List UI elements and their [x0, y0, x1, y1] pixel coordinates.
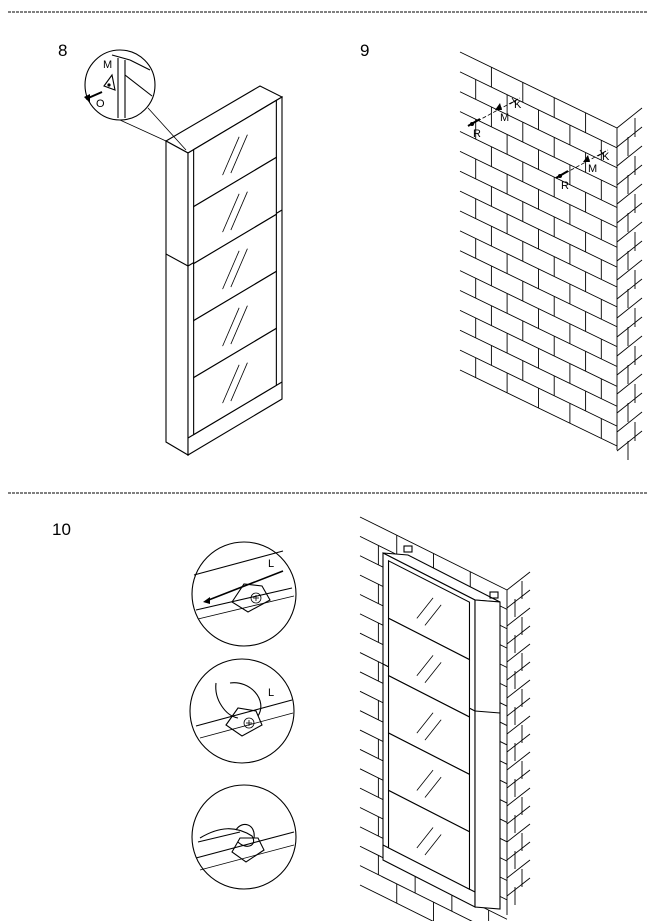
wall10-side-course: [506, 607, 531, 627]
wall9-side-course: [616, 145, 643, 167]
wall10-side-course: [506, 679, 531, 699]
wall9-side-course: [616, 316, 643, 338]
glass-reflection: [222, 250, 240, 290]
glass-reflection: [416, 655, 434, 676]
glass-reflection: [222, 193, 240, 233]
wall9-side-course: [616, 354, 643, 376]
label-o-screw: O: [96, 98, 105, 110]
wall9-side-course: [616, 202, 643, 224]
wall10-side-course: [506, 733, 531, 753]
wall9-side-course: [616, 259, 643, 281]
step-number-8: 8: [58, 41, 68, 60]
wall9-side-course: [616, 392, 643, 414]
wall10-side-course: [506, 841, 531, 861]
wall9-side-course: [616, 335, 643, 357]
wall9-side-course: [616, 240, 643, 262]
glass-reflection: [222, 307, 240, 347]
glass-reflection: [416, 827, 434, 849]
glass-reflection: [222, 364, 240, 404]
wall10-side-course: [506, 715, 531, 735]
label-l-cable-1: L: [268, 558, 274, 570]
step10-detail-circle-3: [191, 784, 297, 890]
wall10-side-course: [506, 823, 531, 843]
glass-reflection: [230, 248, 248, 288]
wall10-side-course: [506, 805, 531, 825]
wall9-side-course: [616, 107, 643, 129]
glass-reflection: [222, 136, 240, 176]
wall10-side-course: [506, 661, 531, 681]
wall9-side-course: [616, 297, 643, 319]
step10-detail-circle-1: L: [191, 541, 297, 647]
label-m-fitting: M: [103, 59, 112, 71]
glass-reflection: [416, 597, 434, 619]
label-r-lower: R: [561, 180, 569, 192]
glass-reflection: [416, 712, 434, 734]
glass-reflection: [424, 719, 442, 741]
step-number-9: 9: [360, 41, 370, 60]
wall10-side-course: [506, 877, 531, 897]
wall9-side-course: [616, 411, 643, 433]
step10-flap-doors: [387, 559, 471, 891]
wall10-side-course: [506, 625, 531, 645]
wall10-front-course: [359, 884, 434, 921]
wall10-side-course: [506, 859, 531, 879]
wall10-side-course: [506, 787, 531, 807]
glass-reflection: [230, 134, 248, 174]
wall9-front-course: [459, 51, 618, 129]
step8-flap-doors: [193, 99, 277, 436]
wall10-side-course: [506, 589, 531, 609]
label-k-upper: K: [514, 99, 522, 111]
wall9-side-course: [616, 373, 643, 395]
step8-detail-circle: M O: [84, 49, 187, 151]
glass-reflection: [230, 362, 248, 402]
flap-door: [387, 789, 471, 891]
wall9-side-course: [616, 221, 643, 243]
wall10-side-course: [506, 769, 531, 789]
wall9-side-course: [616, 164, 643, 186]
label-r-upper: R: [473, 128, 481, 140]
wall9-side-course: [616, 183, 643, 205]
wall10-side-course: [506, 571, 531, 591]
wall9-side-course: [616, 430, 643, 452]
glass-reflection: [424, 662, 442, 684]
label-l-cable-2: L: [268, 687, 274, 699]
glass-reflection: [424, 604, 442, 626]
glass-reflection: [424, 776, 442, 798]
glass-reflection: [230, 191, 248, 231]
step9-drill-marks: R M K R M K: [467, 97, 610, 192]
step-number-10: 10: [52, 520, 71, 539]
glass-reflection: [424, 834, 442, 856]
wall9-side-course: [616, 126, 643, 148]
glass-reflection: [416, 769, 434, 791]
label-m-lower: M: [588, 163, 597, 175]
wall9-side-course: [616, 278, 643, 300]
wall10-side-course: [506, 751, 531, 771]
flap-door: [193, 327, 277, 436]
label-m-upper: M: [500, 112, 509, 124]
wall10-side-course: [506, 643, 531, 663]
step10-detail-circle-2: L: [189, 658, 295, 764]
label-k-lower: K: [602, 151, 610, 163]
wall10-side-course: [506, 697, 531, 717]
step9-brick-wall: [459, 51, 643, 460]
glass-reflection: [230, 305, 248, 345]
